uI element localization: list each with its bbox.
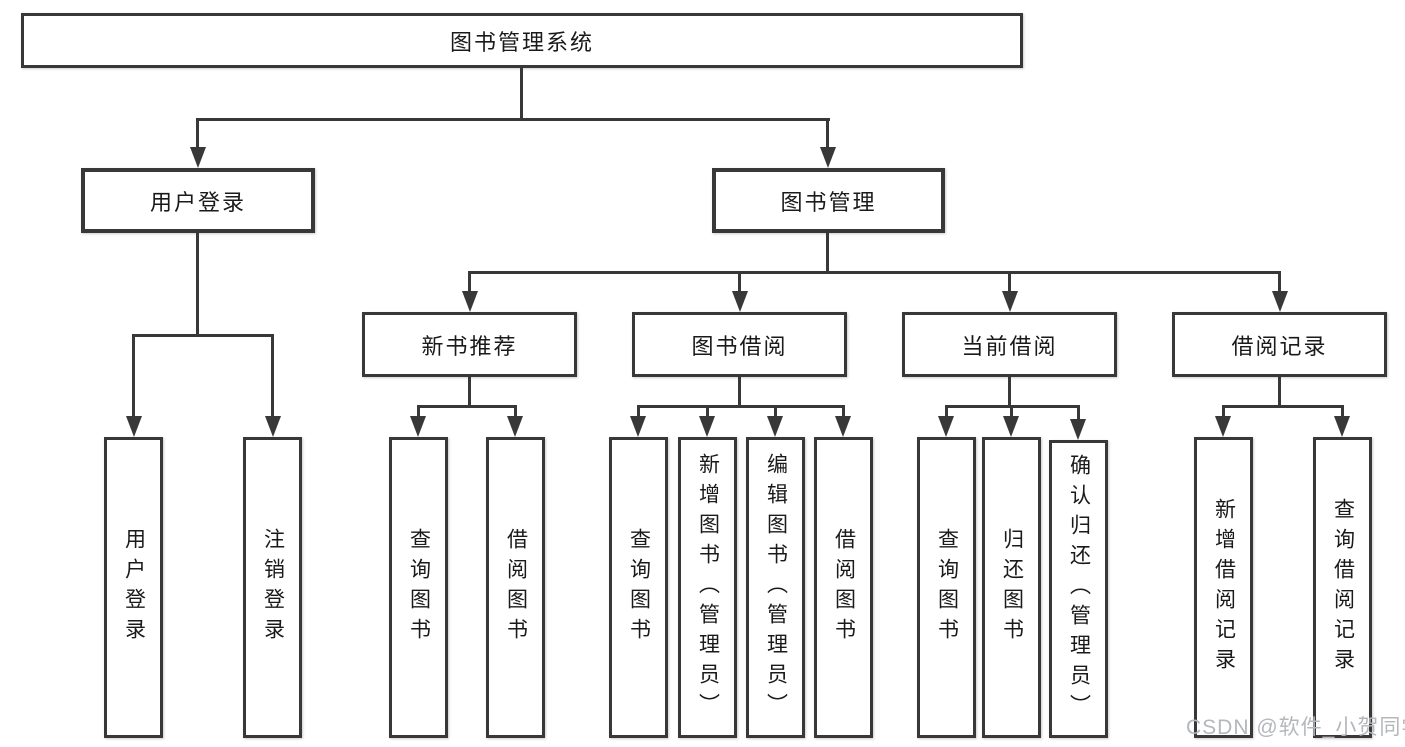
connector-arrow-stem <box>1008 272 1011 293</box>
leaf-user-login: 用户登录 <box>104 437 163 738</box>
arrow-head <box>1334 416 1350 437</box>
leaf-bb-edit-book-admin: 编辑图书（管理员） <box>746 437 805 738</box>
connector-leaf-branch <box>637 405 845 408</box>
arrow-head <box>126 416 142 437</box>
connector-arrow-stem <box>271 335 274 421</box>
connector-arrow-stem <box>132 335 135 421</box>
connector-arrow-stem <box>1222 406 1225 421</box>
connector-group-stem <box>738 377 741 407</box>
connector-arrow-stem <box>1010 406 1013 421</box>
arrow-head <box>820 147 836 168</box>
arrow-head <box>732 291 748 312</box>
node-new-book-recommend: 新书推荐 <box>362 312 577 377</box>
leaf-cb-return-books: 归还图书 <box>982 437 1041 738</box>
leaf-br-query-record: 查询借阅记录 <box>1313 437 1372 738</box>
connector-mgmt-stem <box>826 233 829 274</box>
node-current-borrow: 当前借阅 <box>902 312 1117 377</box>
connector-arrow-stem <box>945 406 948 421</box>
connector-level2-branch <box>196 118 830 121</box>
node-borrow-records: 借阅记录 <box>1172 312 1387 377</box>
arrow-head <box>1070 419 1086 440</box>
leaf-logout: 注销登录 <box>243 437 302 738</box>
connector-user-stem <box>196 233 199 336</box>
arrow-head <box>410 416 426 437</box>
node-user-login: 用户登录 <box>81 168 315 233</box>
arrow-head <box>265 416 281 437</box>
connector-group-stem <box>1008 377 1011 407</box>
arrow-head <box>190 147 206 168</box>
node-book-borrow: 图书借阅 <box>632 312 847 377</box>
arrow-head <box>1003 416 1019 437</box>
connector-leaf-branch <box>417 405 517 408</box>
arrow-head <box>938 416 954 437</box>
connector-arrow-stem <box>637 406 640 421</box>
connector-leaf-branch <box>1222 405 1344 408</box>
arrow-head <box>767 416 783 437</box>
leaf-bb-query-books: 查询图书 <box>609 437 668 738</box>
leaf-cb-query-books: 查询图书 <box>917 437 976 738</box>
connector-group-stem <box>1278 377 1281 407</box>
connector-arrow-stem <box>706 406 709 421</box>
arrow-head <box>1272 291 1288 312</box>
connector-arrow-stem <box>842 406 845 421</box>
leaf-nb-query-books: 查询图书 <box>389 437 448 738</box>
arrow-head <box>835 416 851 437</box>
connector-arrow-stem <box>417 406 420 421</box>
connector-user-branch <box>132 334 274 337</box>
node-book-management: 图书管理 <box>712 168 945 233</box>
connector-arrow-stem <box>738 272 741 293</box>
connector-arrow-stem <box>468 272 471 293</box>
node-root: 图书管理系统 <box>21 13 1023 68</box>
connector-arrow-stem <box>1278 272 1281 293</box>
arrow-head <box>1002 291 1018 312</box>
leaf-nb-borrow-books: 借阅图书 <box>486 437 545 738</box>
leaf-br-add-record: 新增借阅记录 <box>1194 437 1253 738</box>
arrow-head <box>462 291 478 312</box>
arrow-head <box>699 416 715 437</box>
arrow-head <box>507 416 523 437</box>
connector-arrow-stem <box>1077 406 1080 421</box>
connector-level3-branch <box>468 271 1281 274</box>
connector-arrow-stem <box>826 119 829 151</box>
leaf-cb-confirm-return-admin: 确认归还（管理员） <box>1049 440 1108 738</box>
watermark: CSDN @软件_小贺同学 <box>1186 716 1405 739</box>
leaf-bb-add-book-admin: 新增图书（管理员） <box>678 437 737 738</box>
connector-root-stem <box>520 68 523 120</box>
connector-arrow-stem <box>196 119 199 151</box>
arrow-head <box>630 416 646 437</box>
connector-arrow-stem <box>1341 406 1344 421</box>
connector-arrow-stem <box>514 406 517 421</box>
connector-arrow-stem <box>774 406 777 421</box>
leaf-bb-borrow-books: 借阅图书 <box>814 437 873 738</box>
connector-group-stem <box>468 377 471 407</box>
arrow-head <box>1215 416 1231 437</box>
